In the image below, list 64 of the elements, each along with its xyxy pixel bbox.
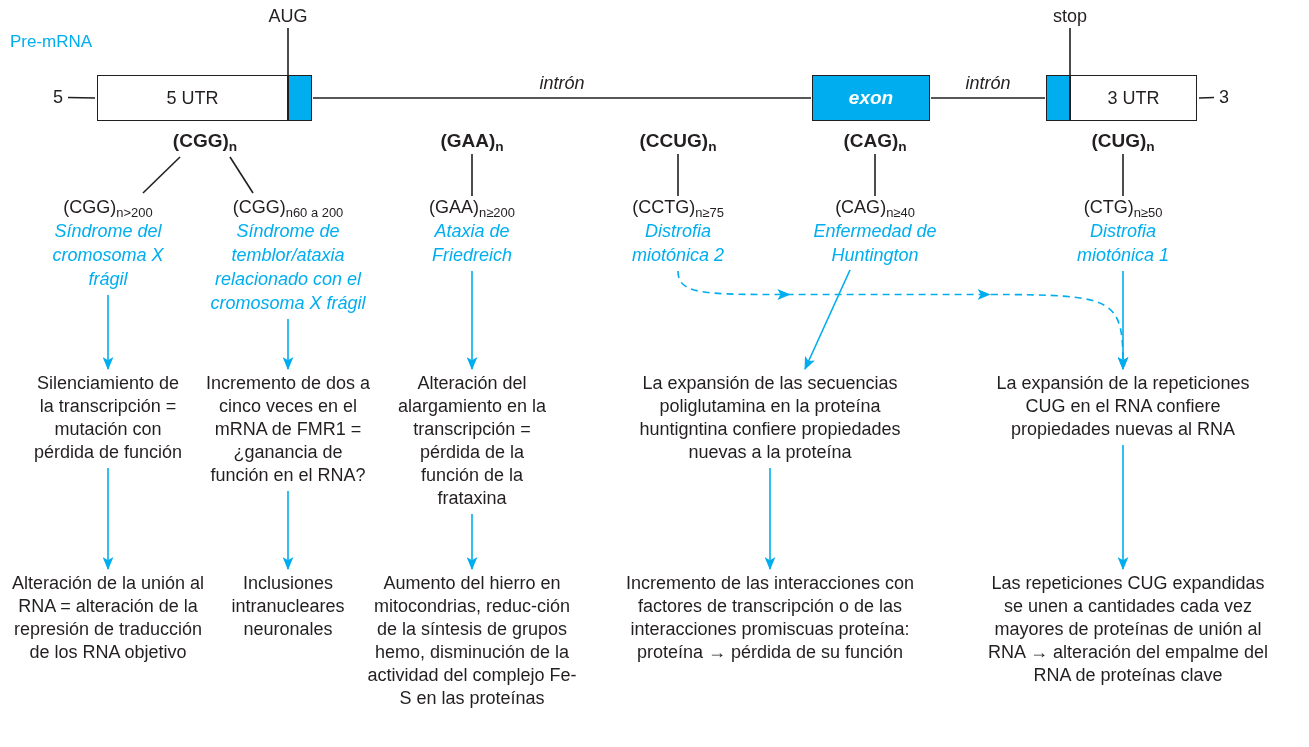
end-label: 5 (53, 86, 63, 109)
connector-line (229, 156, 254, 194)
arrow (1117, 444, 1129, 571)
exon-box (812, 75, 930, 121)
connector-line (67, 96, 96, 99)
arrow (764, 467, 776, 571)
disease-name: Distrofia miotónica 1 (1075, 220, 1171, 267)
repeat-count-label: (GAA)$_{n≥200}$ (429, 196, 515, 219)
leader-line (1069, 27, 1071, 76)
repeat-count-label: (CAG)$_{n≥40}$ (835, 196, 915, 219)
effect-text: Aumento del hierro en mitocondrias, reduc-ción de la síntesis de grupos hemo, disminución de la actividad del complejo Fe-S en las proteínas (367, 572, 577, 710)
effect-text: Las repeticiones CUG expandidas se unen a cantidades cada vez mayores de proteínas de unión al RNA → alteración del empalme del RNA de proteínas clave (986, 572, 1270, 687)
connector-line (1198, 96, 1215, 99)
leader-line (287, 27, 289, 76)
connector-line (677, 153, 679, 197)
codon-label: stop (1053, 5, 1087, 28)
utr-box (1070, 75, 1197, 121)
utr-label: 5 UTR (166, 87, 219, 109)
exon-label: exon (848, 87, 894, 109)
effect-text: Inclusiones intranucleares neuronales (230, 572, 346, 641)
coding-region-box (1046, 75, 1070, 121)
effect-text: Incremento de dos a cinco veces en el mRNA de FMR1 = ¿ganancia de función en el RNA? (204, 372, 372, 487)
connector-line (312, 97, 812, 99)
arrow (102, 467, 114, 571)
arrow (466, 513, 478, 571)
effect-text: La expansión de las secuencias poliglutamina en la proteína huntigntina confiere propiedades nuevas a la proteína (638, 372, 902, 464)
repeat-count-label: (CTG)$_{n≥50}$ (1083, 196, 1163, 219)
repeat-count-label: (CGG)$_{n60 a 200}$ (232, 196, 344, 219)
effect-text: Alteración del alargamiento en la transcripción = pérdida de la función de la frataxina (396, 372, 548, 510)
disease-name: Distrofia miotónica 2 (630, 220, 726, 267)
arrow (804, 269, 851, 370)
connector-line (471, 153, 473, 197)
effect-text: Incremento de las interacciones con factores de transcripción o de las interacciones promiscuas proteína: proteína → pérdida de su función (624, 572, 916, 664)
repeat-label: (CUG)$_{n}$ (1091, 129, 1155, 154)
connector-line (930, 97, 1046, 99)
repeat-count-label: (CGG)$_{n>200}$ (63, 196, 153, 219)
connector-line (142, 156, 181, 194)
edge-label: intrón (539, 73, 585, 94)
utr-box (97, 75, 288, 121)
effect-text: Alteración de la unión al RNA = alteración de la represión de traducción de los RNA objetivo (10, 572, 206, 664)
repeat-count-label: (CCTG)$_{n≥75}$ (632, 196, 724, 219)
arrow (282, 490, 294, 571)
disease-name: Síndrome del cromosoma X frágil (51, 220, 165, 291)
disease-name: Síndrome de temblor/ataxia relacionado con el cromosoma X frágil (209, 220, 367, 315)
edge-label: intrón (965, 73, 1011, 94)
title-label: Pre-mRNA (10, 32, 93, 52)
end-label: 3 (1219, 86, 1229, 109)
effect-text: La expansión de la repeticiones CUG en el RNA confiere propiedades nuevas al RNA (995, 372, 1251, 441)
repeat-label: (CGG)$_{n}$ (172, 129, 238, 154)
arrow (1117, 270, 1129, 371)
connector-line (874, 153, 876, 197)
coding-region-box (288, 75, 312, 121)
effect-text: Silenciamiento de la transcripción = mutación con pérdida de función (32, 372, 184, 464)
disease-name: Ataxia de Friedreich (431, 220, 513, 267)
arrow (102, 294, 114, 371)
disease-name: Enfermedad de Huntington (812, 220, 938, 267)
repeat-label: (CAG)$_{n}$ (843, 129, 907, 154)
repeat-label: (CCUG)$_{n}$ (639, 129, 717, 154)
codon-label: AUG (268, 5, 308, 28)
arrow (466, 270, 478, 371)
connector-line (1122, 153, 1124, 197)
arrow (282, 318, 294, 371)
utr-label: 3 UTR (1107, 87, 1160, 109)
repeat-label: (GAA)$_{n}$ (440, 129, 504, 154)
